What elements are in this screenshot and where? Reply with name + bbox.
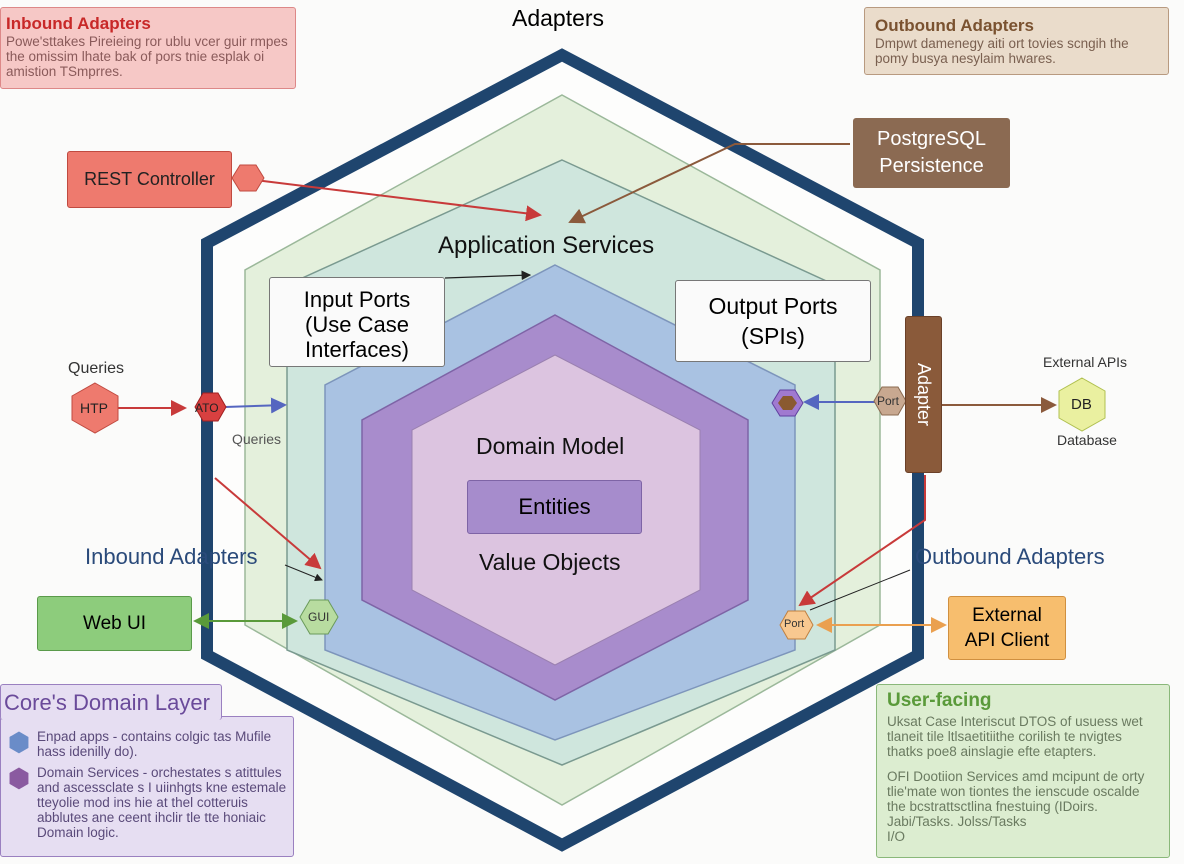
core-domain-title: Core's Domain Layer [4,690,210,715]
user-facing-body-2: OFI Dootiion Services amd mcipunt de ort… [887,769,1145,829]
queries-inner-label: Queries [232,431,282,447]
application-services-label: Application Services [438,232,655,259]
rest-arrow [254,179,542,222]
db-label: DB [1071,396,1092,413]
entities-box: Entities [467,480,642,534]
postgres-arrow [568,143,850,224]
outbound-adapters-label: Outbound Adapters [915,544,1105,569]
http-hexagon[interactable] [71,382,119,434]
core-item-2-text: Domain Services - orchestates s atittule… [37,765,287,840]
postgres-label-1: PostgreSQL [877,128,986,150]
inbound-label-arrow [284,564,323,582]
web-ui-label: Web UI [82,612,146,634]
purple-hexagon-icon: ⬢ [7,763,31,793]
port-bottom-hexagon[interactable] [779,610,814,640]
database-label: Database [1057,432,1117,448]
input-ports-line-3: Interfaces) [305,337,409,362]
core-domain-note: ⬢ Enpad apps - contains colgic tas Mufil… [0,716,294,857]
domain-model-label: Domain Model [476,433,625,459]
user-facing-body-3: I/O [887,829,906,844]
gui-hexagon[interactable] [299,599,339,635]
web-ui-box[interactable]: Web UI [37,596,192,651]
diagram-title: Adapters [512,5,605,31]
core-item-1: ⬢ Enpad apps - contains colgic tas Mufil… [1,729,293,759]
port-label: Port [877,394,900,408]
user-facing-note: User-facing Uksat Case Interiscut DTOS o… [876,684,1170,858]
output-ports-line-2: (SPIs) [741,323,805,349]
user-facing-body-1: Uksat Case Interiscut DTOS of usuess wet… [887,714,1143,759]
input-ports-line-2: (Use Case [305,312,409,337]
blue-hexagon-icon: ⬢ [7,727,31,757]
inbound-note-title: Inbound Adapters [6,14,151,33]
external-api-client[interactable]: External API Client [948,596,1066,660]
rest-controller[interactable]: REST Controller [67,151,232,208]
output-ports-box: Output Ports (SPIs) [675,280,871,362]
port-bottom-label: Port [784,618,805,630]
ato-arrow [224,397,287,414]
ato-hexagon[interactable] [194,392,227,422]
user-facing-title: User-facing [887,690,992,711]
outbound-note-body: Dmpwt damenegy aiti ort tovies scngih th… [875,36,1129,66]
inbound-arrow [214,477,322,570]
domain-port-inner-icon [778,396,797,410]
input-ports-line-1: Input Ports [303,287,411,312]
ato-label: ATO [195,401,219,415]
postgres-label-2: Persistence [879,155,984,177]
adapter-label: Adapter [914,362,934,427]
entities-label: Entities [518,494,591,519]
gui-label: GUI [308,610,330,624]
output-ports-line-1: Output Ports [708,293,838,319]
outbound-note-title: Outbound Adapters [875,16,1034,35]
outbound-arrow [798,475,926,607]
outbound-adapters-note: Outbound Adapters Dmpwt damenegy aiti or… [864,7,1169,75]
inbound-adapters-label: Inbound Adapters [85,544,258,569]
rest-controller-label: REST Controller [84,169,215,189]
external-apis-label: External APIs [1043,354,1128,370]
app-arrow [444,270,532,281]
core-item-2: ⬢ Domain Services - orchestates s atittu… [1,765,293,840]
queries-label: Queries [68,360,125,377]
adapter-bar[interactable]: Adapter [905,316,942,473]
http-label: HTP [80,400,108,416]
postgres-persistence[interactable]: PostgreSQL Persistence [853,118,1010,188]
inbound-note-body: Powe'sttakes Pireieing ror ublu vcer gui… [6,34,288,79]
value-objects-label: Value Objects [479,549,621,575]
core-domain-title-tab: Core's Domain Layer [0,684,222,720]
inbound-adapters-note: Inbound Adapters Powe'sttakes Pireieing … [0,7,296,89]
core-item-1-text: Enpad apps - contains colgic tas Mufile … [37,729,272,759]
db-hexagon[interactable] [1058,377,1106,432]
rest-port-hexagon [231,164,265,192]
api-client-line-2: API Client [964,630,1050,651]
api-client-line-1: External [972,605,1042,626]
outbound-label-arrow [809,569,911,611]
input-ports-box: Input Ports (Use Case Interfaces) [269,277,445,367]
